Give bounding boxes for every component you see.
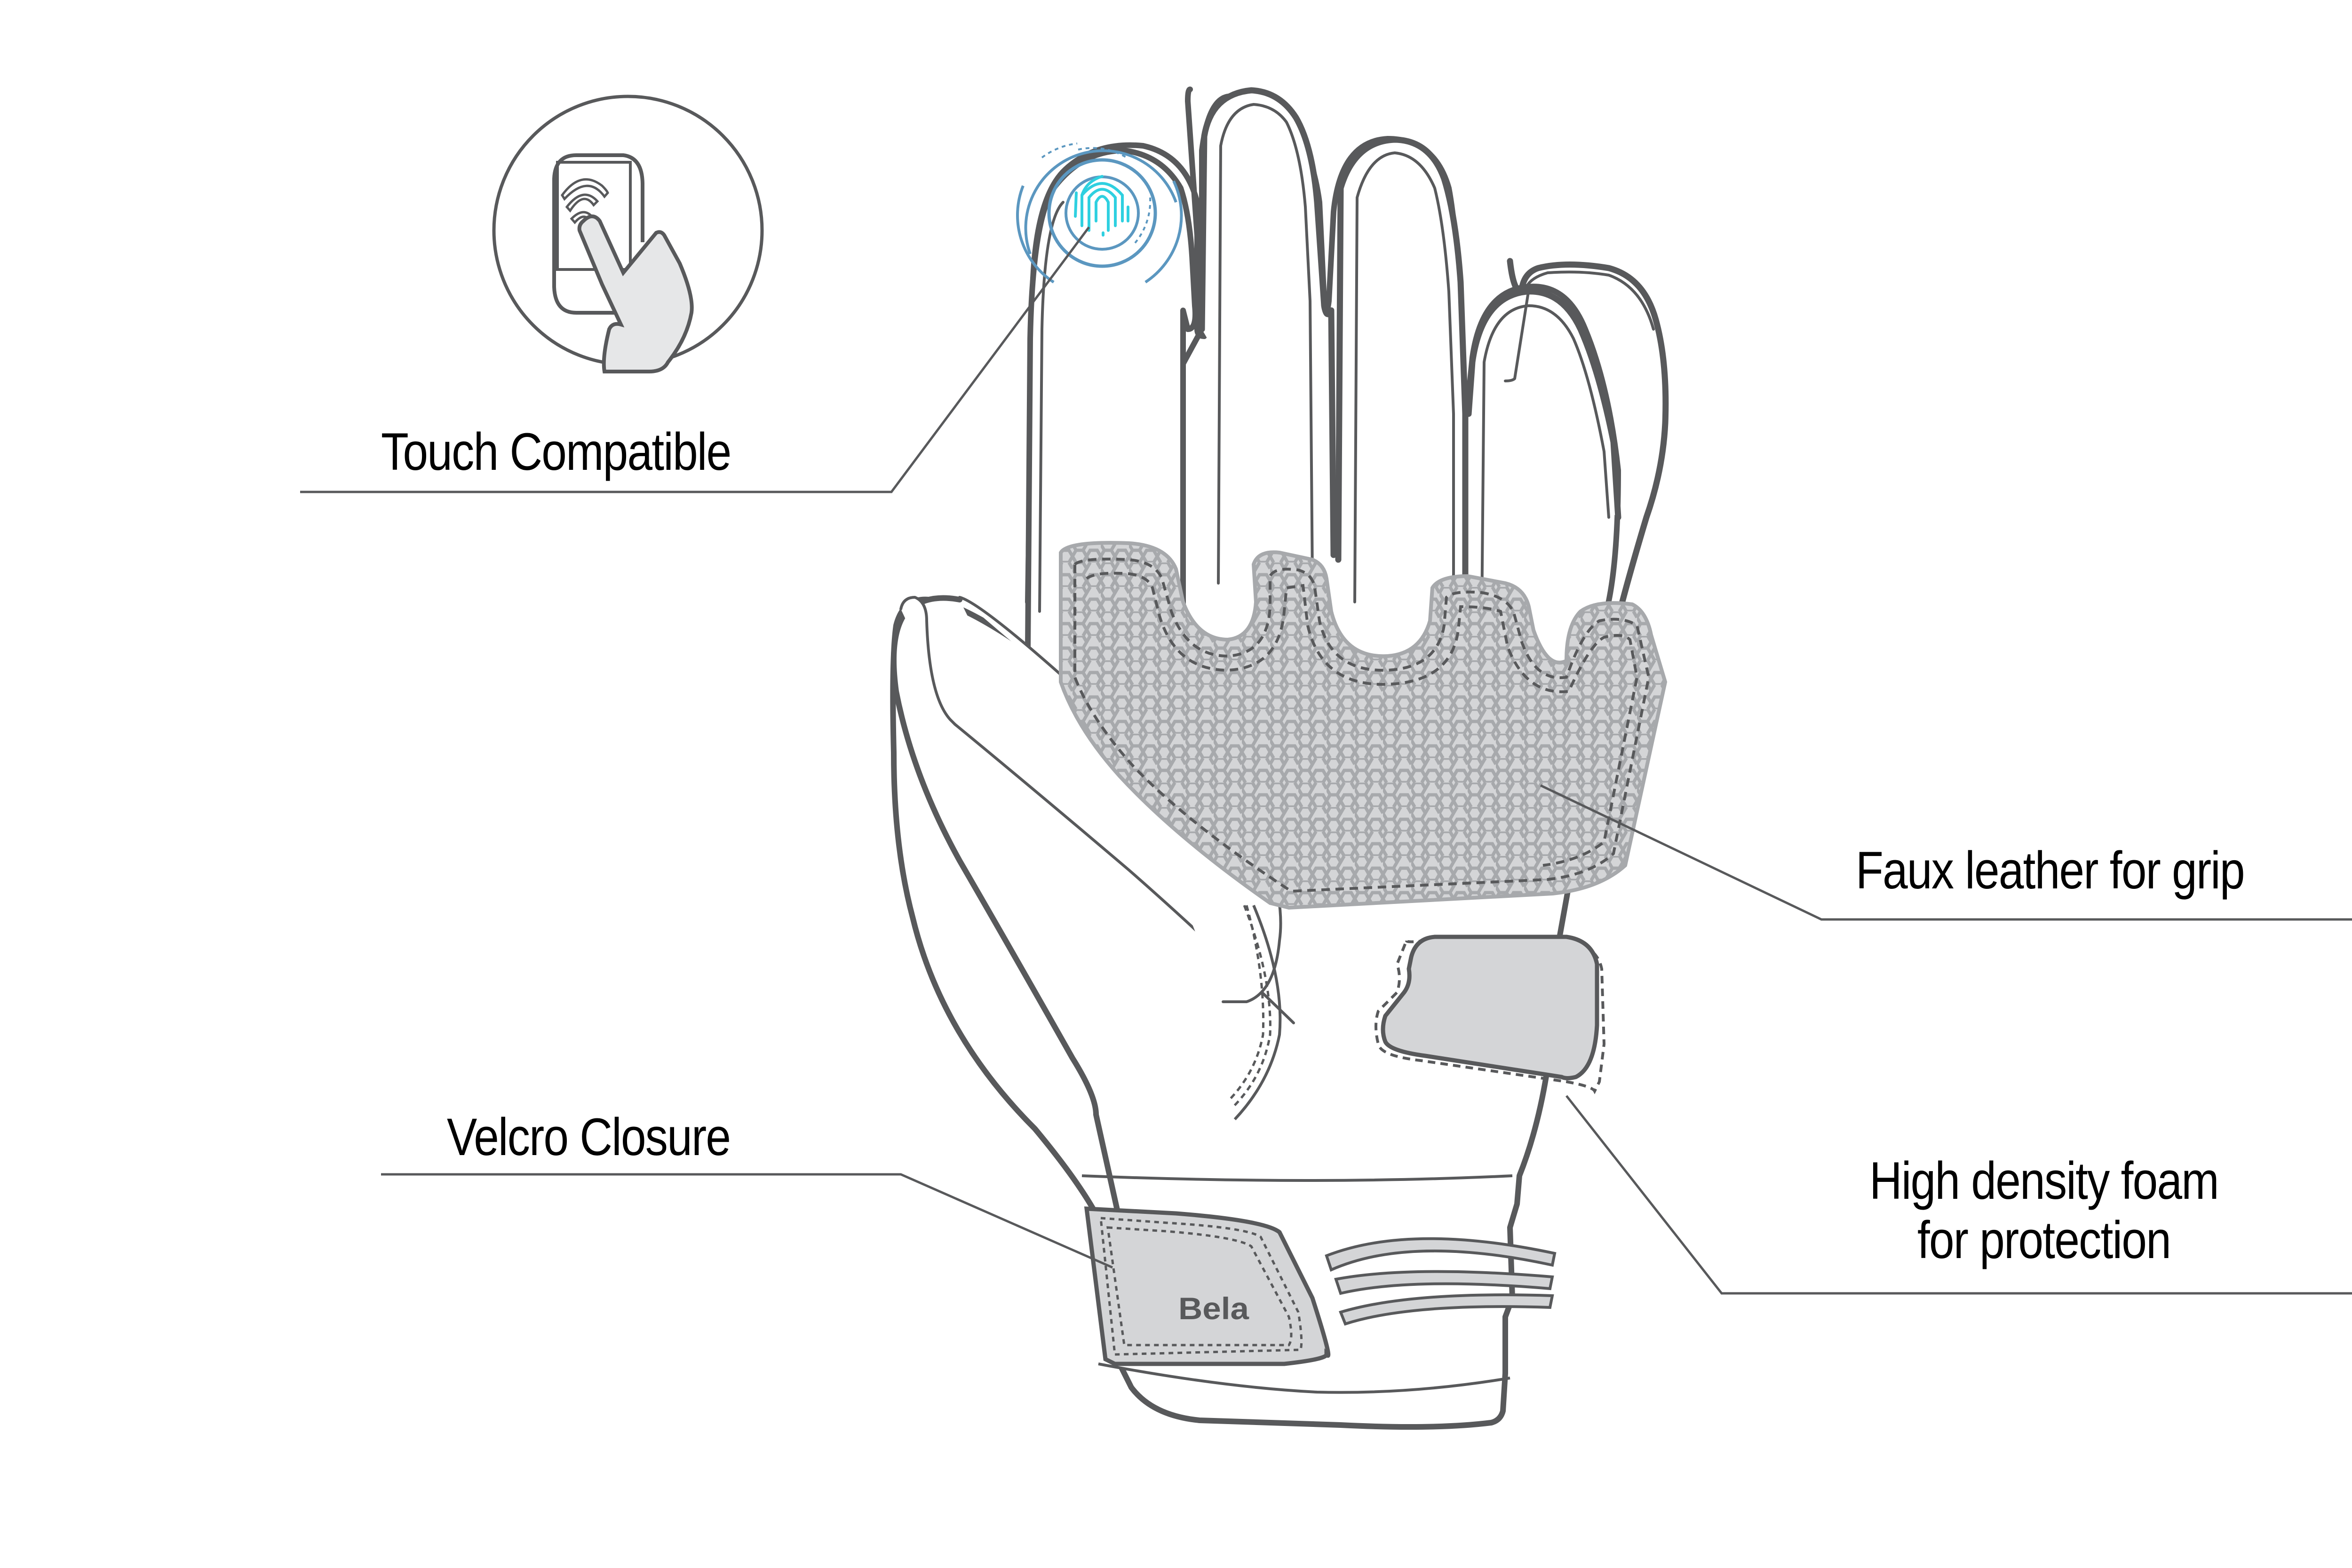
leader-foam (1565, 1095, 2352, 1295)
velcro-closure: Bela (1084, 1206, 1557, 1394)
foam-pad (1081, 904, 1606, 1182)
leader-grip (1540, 784, 2352, 921)
glove-thumb (891, 595, 1295, 1249)
callout-foam-line1: High density foam (1869, 1151, 2219, 1210)
callout-foam-line2: for protection (1917, 1211, 2171, 1269)
callout-velcro-closure: Velcro Closure (447, 1108, 731, 1166)
leader-lines (300, 226, 2352, 1295)
callout-touch-compatible: Touch Compatible (381, 422, 731, 481)
callout-faux-leather-grip: Faux leather for grip (1856, 841, 2245, 900)
fingerprint-icon (1016, 143, 1183, 284)
leader-touch (300, 226, 1090, 493)
grip-patch (1059, 541, 1668, 910)
leader-velcro (381, 1173, 1113, 1269)
callout-high-density-foam: High density foam for protection (1731, 1155, 2352, 1267)
smartphone-tap-icon (492, 95, 764, 373)
brand-logo: Bela (1178, 1291, 1249, 1326)
